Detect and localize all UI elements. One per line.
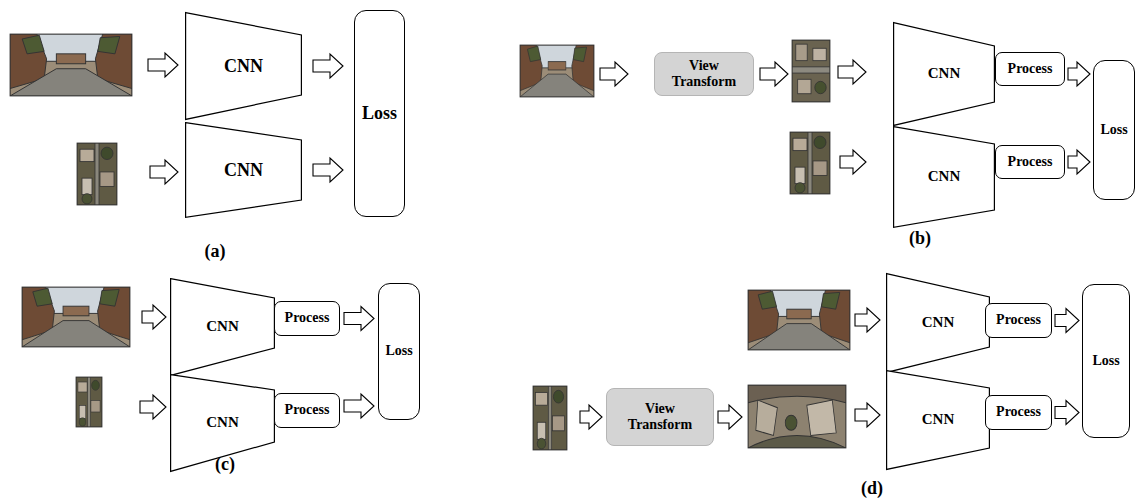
panel-label: (a) bbox=[205, 241, 226, 262]
hollow-arrow bbox=[760, 62, 788, 86]
arrow-group bbox=[140, 53, 880, 429]
loss-box: Loss bbox=[378, 283, 420, 420]
image-frame bbox=[792, 40, 830, 102]
node-text: Process bbox=[996, 404, 1041, 420]
node-text: View Transform bbox=[661, 58, 747, 90]
panel-label: (c) bbox=[215, 454, 235, 475]
hollow-arrow bbox=[1068, 150, 1090, 174]
image-frame bbox=[22, 287, 130, 347]
image-frame bbox=[10, 34, 132, 96]
transformed-image bbox=[792, 40, 830, 102]
loss-box: Loss bbox=[354, 10, 405, 217]
hollow-arrow bbox=[840, 150, 866, 174]
trapezoid-shape bbox=[186, 123, 302, 218]
hollow-arrow bbox=[344, 307, 374, 331]
hollow-arrow bbox=[148, 53, 178, 77]
aerial-image bbox=[77, 143, 117, 205]
process-box: Process bbox=[995, 145, 1065, 179]
image-frame bbox=[533, 386, 567, 450]
cnn-block: CNN bbox=[886, 273, 990, 373]
view-transform-box: View Transform bbox=[654, 52, 754, 96]
trapezoid-shape bbox=[894, 127, 995, 228]
node-text: CNN bbox=[224, 160, 263, 181]
aerial-image bbox=[76, 377, 102, 427]
node-text: Loss bbox=[1100, 122, 1127, 138]
process-box: Process bbox=[274, 301, 340, 336]
image-frame bbox=[748, 290, 850, 350]
image-group bbox=[10, 34, 850, 450]
image-frame bbox=[790, 132, 830, 194]
node-text: Loss bbox=[385, 343, 412, 359]
node-text: CNN bbox=[928, 65, 961, 82]
hollow-arrow bbox=[1068, 62, 1090, 86]
trapezoid-shape bbox=[894, 23, 995, 126]
hollow-arrow bbox=[855, 403, 880, 427]
hollow-arrow bbox=[313, 54, 343, 78]
hollow-arrow bbox=[1055, 309, 1079, 333]
trapezoid-shape bbox=[887, 274, 990, 373]
loss-box: Loss bbox=[1082, 284, 1130, 438]
hollow-arrow bbox=[855, 308, 880, 332]
cnn-block: CNN bbox=[170, 278, 275, 376]
node-text: CNN bbox=[206, 414, 239, 431]
panel-label: (b) bbox=[909, 228, 931, 249]
node-text: Process bbox=[285, 310, 330, 326]
image-frame bbox=[77, 143, 117, 205]
hollow-arrow bbox=[718, 405, 742, 429]
process-box: Process bbox=[274, 393, 340, 428]
hollow-arrow bbox=[140, 395, 166, 419]
ground-image bbox=[22, 287, 130, 347]
hollow-arrow bbox=[150, 160, 178, 184]
hollow-arrow bbox=[600, 62, 628, 86]
node-text: CNN bbox=[224, 56, 263, 77]
node-text: Process bbox=[996, 312, 1041, 328]
cnn-block: CNN bbox=[185, 122, 302, 218]
process-box: Process bbox=[995, 52, 1065, 86]
process-box: Process bbox=[985, 303, 1052, 338]
node-text: Process bbox=[285, 402, 330, 418]
view-transform-box: View Transform bbox=[606, 388, 714, 446]
ground-image bbox=[520, 45, 594, 97]
hollow-arrow bbox=[344, 394, 374, 418]
node-text: CNN bbox=[922, 411, 955, 428]
hollow-arrow bbox=[313, 158, 343, 182]
trapezoid-shape bbox=[887, 371, 990, 470]
node-text: CNN bbox=[206, 318, 239, 335]
image-frame bbox=[748, 385, 846, 448]
aerial-image bbox=[790, 132, 830, 194]
ground-image bbox=[10, 34, 132, 96]
hollow-arrow bbox=[142, 305, 166, 329]
ground-image bbox=[748, 290, 850, 350]
aerial-image bbox=[533, 386, 567, 450]
node-text: CNN bbox=[922, 314, 955, 331]
trapezoid-shape bbox=[186, 13, 302, 120]
loss-box: Loss bbox=[1093, 60, 1135, 200]
cnn-block: CNN bbox=[893, 22, 995, 126]
node-text: CNN bbox=[928, 168, 961, 185]
hollow-arrow bbox=[580, 405, 602, 429]
node-text: Process bbox=[1008, 61, 1053, 77]
cnn-block: CNN bbox=[886, 370, 990, 470]
cnn-block: CNN bbox=[185, 12, 302, 120]
hollow-arrow bbox=[1055, 401, 1079, 425]
hollow-arrow bbox=[838, 60, 866, 84]
trapezoid-shape bbox=[171, 279, 275, 376]
node-text: View Transform bbox=[613, 401, 707, 433]
image-frame bbox=[76, 377, 102, 427]
panel-label: (d) bbox=[861, 478, 883, 499]
image-frame bbox=[520, 45, 594, 97]
node-text: Process bbox=[1008, 154, 1053, 170]
node-text: Loss bbox=[362, 103, 397, 124]
node-text: Loss bbox=[1092, 353, 1119, 369]
cnn-block: CNN bbox=[893, 126, 995, 228]
transformed-image bbox=[748, 385, 846, 448]
process-box: Process bbox=[985, 395, 1052, 430]
